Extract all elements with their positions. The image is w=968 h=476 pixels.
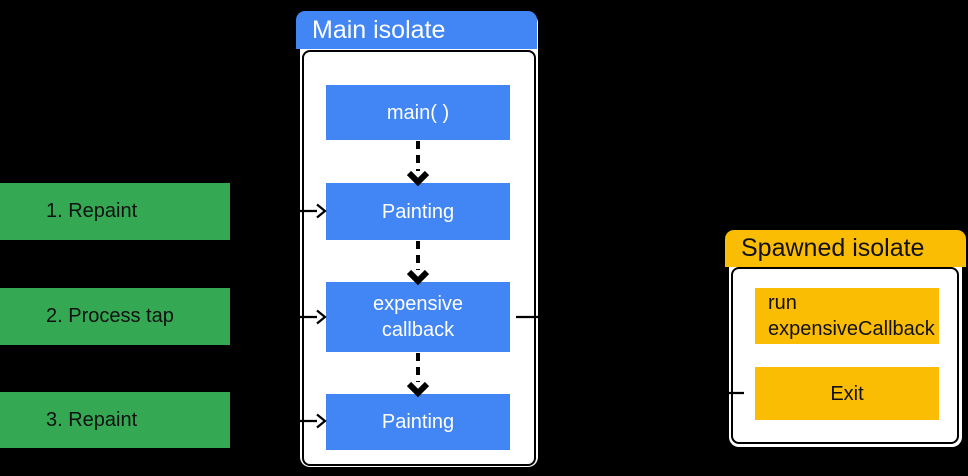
step-2-process-tap-label: 2. Process tap: [0, 288, 230, 345]
spawned-isolate-border: [731, 267, 959, 444]
node-run-expensive-callback: run expensiveCallback: [755, 288, 939, 344]
spawned-isolate-header: Spawned isolate: [725, 230, 966, 267]
step-1-repaint-label: 1. Repaint: [0, 183, 230, 240]
node-expensive-callback: expensive callback: [326, 282, 510, 352]
node-exit: Exit: [755, 367, 939, 420]
node-painting-1: Painting: [326, 183, 510, 240]
node-main-func: main( ): [326, 85, 510, 140]
main-isolate-title: Main isolate: [312, 15, 446, 44]
step-3-repaint-label: 3. Repaint: [0, 392, 230, 448]
spawned-isolate-title: Spawned isolate: [741, 234, 925, 262]
node-painting-2: Painting: [326, 394, 510, 450]
main-isolate-border: [302, 50, 536, 466]
main-isolate-header: Main isolate: [296, 11, 537, 49]
